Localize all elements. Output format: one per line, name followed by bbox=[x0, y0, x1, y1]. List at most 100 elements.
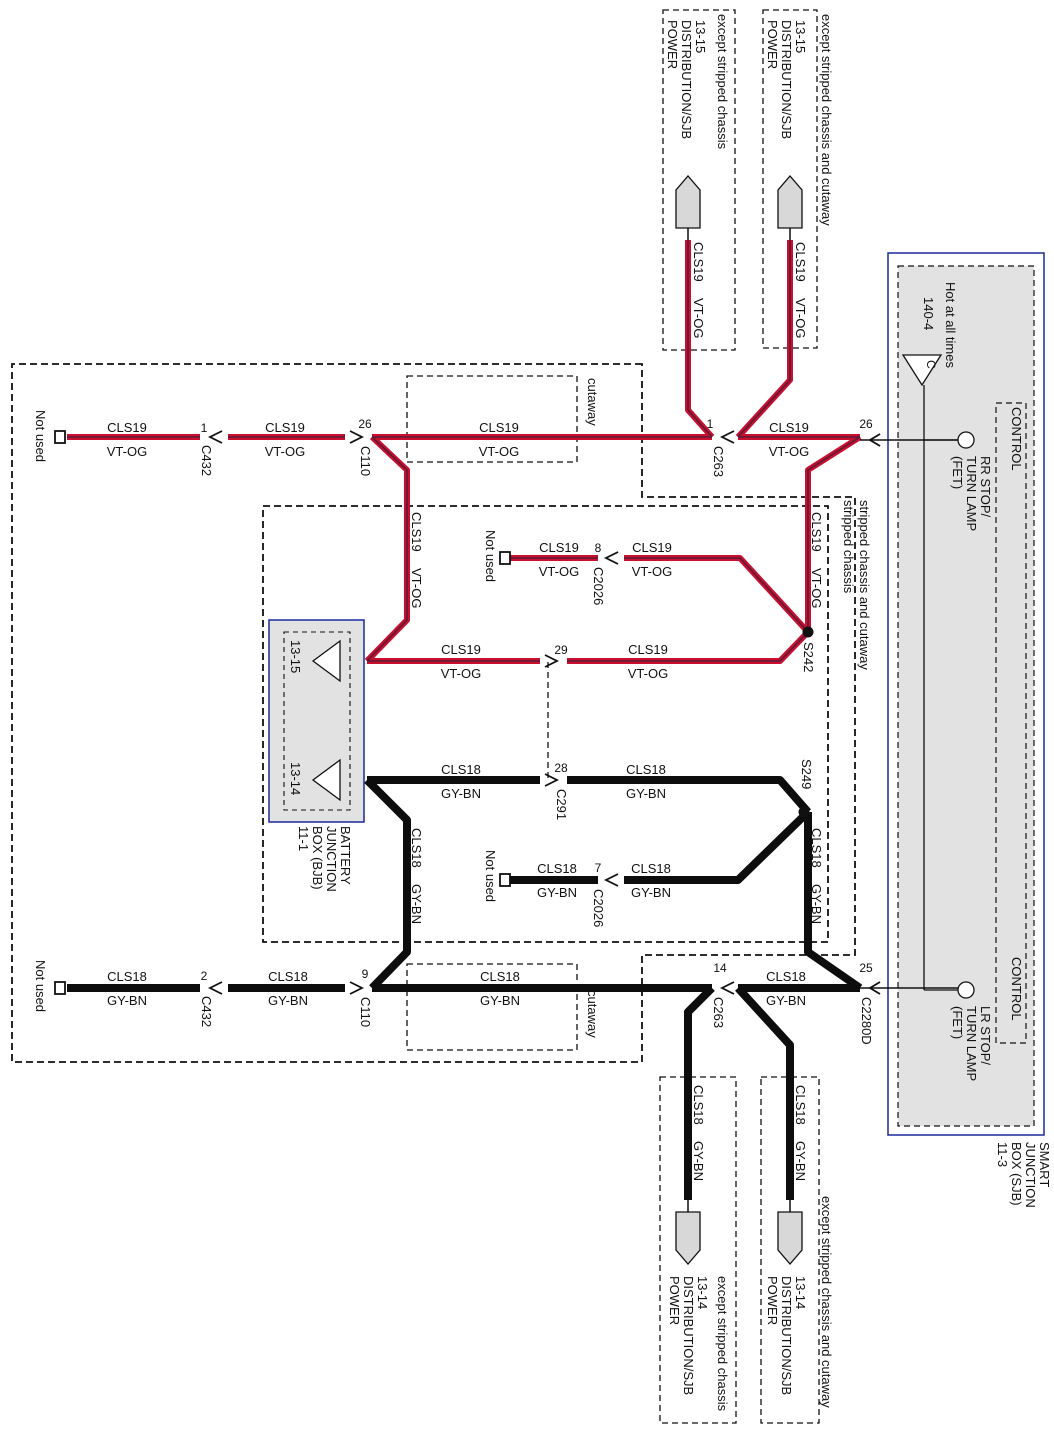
svg-text:25: 25 bbox=[859, 961, 873, 975]
svg-text:VT-OG: VT-OG bbox=[793, 298, 808, 338]
label-color: GY-BN bbox=[268, 993, 308, 1008]
svg-text:POWER: POWER bbox=[765, 20, 780, 69]
label-circuit: CLS19 bbox=[769, 420, 809, 435]
label-circuit: CLS18 bbox=[537, 861, 577, 876]
sjb-arrow-icon bbox=[868, 433, 881, 447]
svg-text:CLS19: CLS19 bbox=[691, 242, 706, 282]
svg-text:C432: C432 bbox=[199, 996, 214, 1027]
svg-text:BOX (BJB): BOX (BJB) bbox=[310, 826, 325, 890]
svg-text:26: 26 bbox=[358, 417, 372, 431]
svg-text:except stripped chassis: except stripped chassis bbox=[715, 1276, 730, 1412]
label-circuit: CLS19 bbox=[441, 642, 481, 657]
svg-text:S242: S242 bbox=[801, 642, 816, 672]
svg-text:13-14: 13-14 bbox=[695, 1276, 710, 1309]
fuse-triangle-icon bbox=[901, 354, 943, 387]
svg-text:C291: C291 bbox=[554, 789, 569, 820]
c291-arrow-icon bbox=[544, 654, 560, 668]
cutaway-box-upper bbox=[406, 375, 578, 463]
label-circuit: CLS18 bbox=[766, 969, 806, 984]
svg-text:CLS19: CLS19 bbox=[409, 512, 424, 552]
svg-text:C: C bbox=[924, 360, 938, 369]
splice-s249-dot bbox=[798, 806, 810, 818]
power-dist-symbols bbox=[675, 175, 803, 1265]
svg-text:C263: C263 bbox=[711, 997, 726, 1028]
wire-labels: CLS19 VT-OG CLS19 VT-OG CLS19 VT-OG CLS1… bbox=[107, 420, 809, 1008]
svg-text:C2026: C2026 bbox=[591, 567, 606, 605]
c263-arrow-icon bbox=[719, 981, 735, 995]
label-color: GY-BN bbox=[107, 993, 147, 1008]
svg-text:Not used: Not used bbox=[33, 410, 48, 462]
svg-text:BOX (SJB): BOX (SJB) bbox=[1009, 1142, 1024, 1206]
svg-text:GY-BN: GY-BN bbox=[691, 1141, 706, 1181]
svg-text:except stripped chassis: except stripped chassis bbox=[715, 14, 730, 150]
svg-text:7: 7 bbox=[595, 861, 602, 875]
svg-text:14: 14 bbox=[713, 961, 727, 975]
svg-text:11-3: 11-3 bbox=[995, 1142, 1010, 1167]
svg-text:CONTROL: CONTROL bbox=[1009, 407, 1024, 471]
wire-gy-bn-pd-right bbox=[735, 985, 794, 1200]
svg-text:LR STOP/: LR STOP/ bbox=[978, 1006, 993, 1065]
svg-text:C110: C110 bbox=[358, 997, 373, 1027]
label-circuit: CLS18 bbox=[631, 861, 671, 876]
label-color: GY-BN bbox=[766, 993, 806, 1008]
svg-text:VT-OG: VT-OG bbox=[691, 298, 706, 338]
svg-text:13-14: 13-14 bbox=[288, 762, 303, 795]
rr-fet-icon bbox=[957, 431, 975, 449]
svg-text:2: 2 bbox=[201, 969, 208, 983]
c110-arrow-icon bbox=[349, 430, 365, 444]
svg-text:C110: C110 bbox=[358, 446, 373, 476]
svg-text:JUNCTION: JUNCTION bbox=[324, 826, 339, 892]
label-circuit: CLS19 bbox=[479, 420, 519, 435]
svg-text:26: 26 bbox=[859, 417, 873, 431]
splice-s242-dot bbox=[802, 626, 814, 638]
svg-text:RR STOP/: RR STOP/ bbox=[978, 456, 993, 518]
label-color: VT-OG bbox=[769, 444, 809, 459]
gy-bn-wires bbox=[67, 776, 863, 1200]
wire-gy-bn-c291-s249 bbox=[567, 776, 812, 815]
svg-text:cutaway: cutaway bbox=[585, 378, 600, 426]
c432-arrow-icon bbox=[207, 981, 223, 995]
label-circuit: CLS18 bbox=[441, 762, 481, 777]
svg-text:28: 28 bbox=[554, 761, 568, 775]
smart-junction-box bbox=[887, 252, 1045, 1136]
svg-text:1: 1 bbox=[201, 421, 208, 435]
svg-text:11-1: 11-1 bbox=[296, 826, 311, 851]
label-circuit: CLS18 bbox=[268, 969, 308, 984]
svg-text:CLS18: CLS18 bbox=[793, 1085, 808, 1125]
svg-text:CLS19: CLS19 bbox=[809, 512, 824, 552]
label-circuit: CLS19 bbox=[632, 540, 672, 555]
svg-text:9: 9 bbox=[362, 967, 369, 981]
c263-arrow-icon bbox=[719, 430, 735, 444]
label-color: VT-OG bbox=[539, 564, 579, 579]
svg-text:Not used: Not used bbox=[483, 530, 498, 582]
wire-gy-bn-pd-left bbox=[684, 985, 715, 1200]
label-circuit: CLS19 bbox=[107, 420, 147, 435]
svg-text:CLS18: CLS18 bbox=[809, 828, 824, 868]
pin-numbers: 1 2 26 9 1 14 26 25 8 7 29 28 bbox=[201, 417, 873, 983]
svg-text:VT-OG: VT-OG bbox=[809, 568, 824, 608]
svg-text:GY-BN: GY-BN bbox=[409, 884, 424, 924]
label-color: VT-OG bbox=[628, 666, 668, 681]
svg-text:DISTRIBUTION/SJB: DISTRIBUTION/SJB bbox=[681, 1276, 696, 1395]
power-dist-upper-right-icon bbox=[777, 175, 803, 229]
lr-fet-icon bbox=[957, 981, 975, 999]
svg-text:C2280D: C2280D bbox=[859, 997, 874, 1045]
c110-arrow-icon bbox=[349, 981, 365, 995]
label-color: GY-BN bbox=[626, 786, 666, 801]
svg-text:GY-BN: GY-BN bbox=[793, 1141, 808, 1181]
svg-text:CLS18: CLS18 bbox=[691, 1085, 706, 1125]
label-circuit: CLS18 bbox=[480, 969, 520, 984]
svg-text:13-14: 13-14 bbox=[793, 1276, 808, 1309]
c432-arrow-icon bbox=[207, 430, 223, 444]
svg-text:SMART: SMART bbox=[1037, 1142, 1052, 1187]
stripped-region bbox=[262, 505, 829, 943]
wire-gy-bn-c110-bjb bbox=[364, 777, 411, 991]
label-color: VT-OG bbox=[441, 666, 481, 681]
label-color: VT-OG bbox=[632, 564, 672, 579]
label-circuit: CLS19 bbox=[539, 540, 579, 555]
not-used-terminal-icon bbox=[499, 551, 511, 565]
svg-text:(FET): (FET) bbox=[950, 456, 965, 489]
svg-text:JUNCTION: JUNCTION bbox=[1023, 1142, 1038, 1208]
label-circuit: CLS18 bbox=[626, 762, 666, 777]
